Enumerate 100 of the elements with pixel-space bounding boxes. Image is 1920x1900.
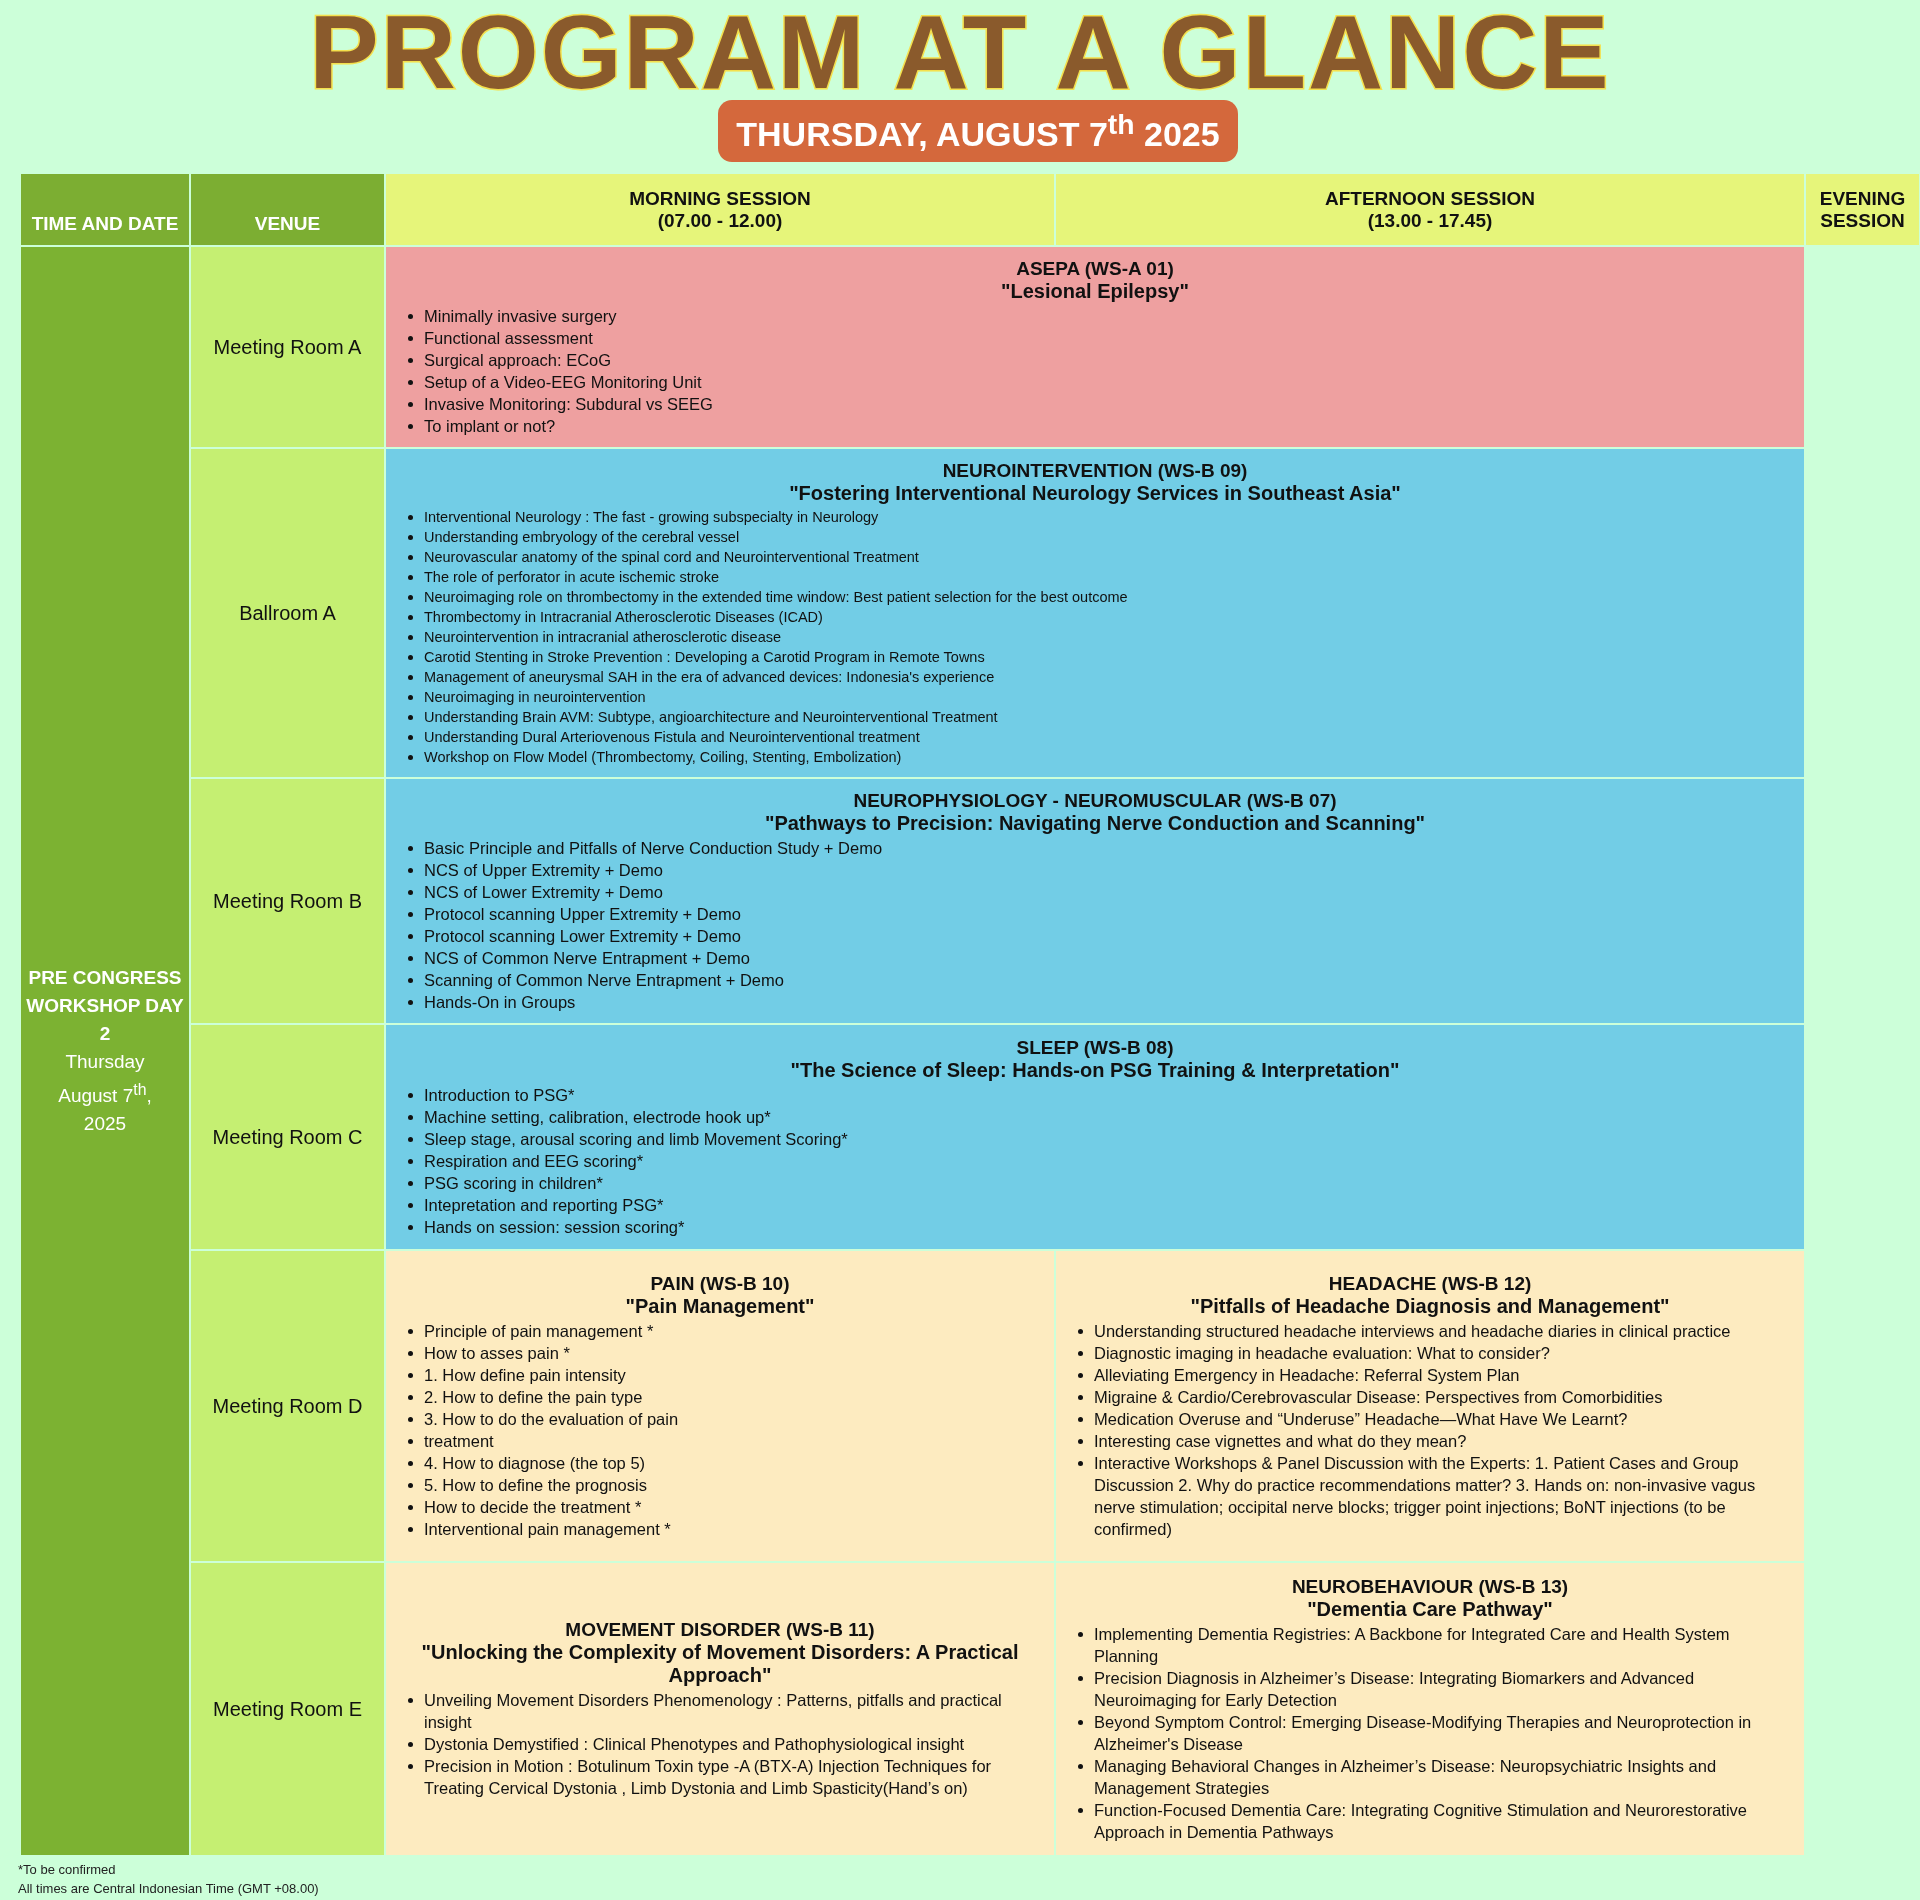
list-item: treatment — [424, 1431, 494, 1450]
list-item: Functional assessment — [424, 328, 593, 347]
column-header: MORNING SESSION (07.00 - 12.00) — [628, 187, 812, 232]
list-item: Beyond Symptom Control: Emerging Disease-Modifying Therapies and Neuroprotection in Alzheimer's Disease — [1094, 1712, 1752, 1753]
list-item: 2. How to define the pain type — [424, 1387, 643, 1406]
list-item: Respiration and EEG scoring* — [424, 1151, 644, 1170]
session-title: "Lesional Epilepsy" — [1000, 279, 1190, 303]
session-heading: NEUROPHYSIOLOGY - NEUROMUSCULAR (WS-B 07) — [852, 789, 1338, 812]
column-header: AFTERNOON SESSION (13.00 - 17.45) — [1323, 187, 1537, 232]
list-item: Intepretation and reporting PSG* — [424, 1195, 664, 1214]
workshop-date: Thursday August 7$^{th}$, 2025 — [57, 1049, 153, 1137]
list-item: Diagnostic imaging in headache evaluation: What to consider? — [1094, 1343, 1550, 1362]
table-cell — [21, 174, 189, 245]
list-item: Principle of pain management * — [424, 1321, 654, 1340]
list-item: NCS of Upper Extremity + Demo — [424, 860, 663, 879]
table-cell — [1806, 174, 1919, 245]
list-item: Neurovascular anatomy of the spinal cord and Neurointerventional Treatment — [424, 548, 919, 565]
footnote: *To be confirmed — [18, 1862, 116, 1877]
list-item: Hands on session: session scoring* — [424, 1217, 685, 1236]
table-cell — [386, 779, 1804, 1023]
session-heading: MOVEMENT DISORDER (WS-B 11) — [564, 1619, 876, 1641]
table-cell — [191, 1563, 384, 1855]
list-item: Setup of a Video-EEG Monitoring Unit — [424, 372, 702, 391]
table-cell — [191, 779, 384, 1023]
workshop-name: PRE CONGRESS WORKSHOP DAY 2 — [25, 965, 185, 1046]
table-cell — [386, 1563, 1054, 1855]
list-item: Implementing Dementia Registries: A Backbone for Integrated Care and Health System Planning — [1094, 1624, 1730, 1665]
table-cell — [1056, 174, 1804, 245]
list-item: Protocol scanning Lower Extremity + Demo — [424, 926, 741, 945]
list-item: Neurointervention in intracranial atherosclerotic disease — [424, 628, 782, 645]
venue-name: Meeting Room C — [211, 1125, 364, 1149]
list-item: Neuroimaging in neurointervention — [424, 688, 646, 705]
list-item: Carotid Stenting in Stroke Prevention : Developing a Carotid Program in Remote Towns — [424, 648, 985, 665]
list-item: PSG scoring in children* — [424, 1173, 603, 1192]
venue-name: Meeting Room D — [211, 1394, 364, 1418]
venue-name: Meeting Room B — [212, 889, 363, 913]
table-cell — [191, 247, 384, 447]
list-item: Machine setting, calibration, electrode hook up* — [424, 1107, 771, 1126]
table-cell — [191, 174, 384, 245]
column-header: VENUE — [254, 213, 321, 235]
list-item: Managing Behavioral Changes in Alzheimer’s Disease: Neuropsychiatric Insights and Management Strategies — [1094, 1756, 1717, 1797]
list-item: Migraine & Cardio/Cerebrovascular Disease: Perspectives from Comorbidities — [1094, 1387, 1663, 1406]
list-item: Understanding structured headache interviews and headache diaries in clinical practice — [1094, 1321, 1731, 1340]
list-item: Interactive Workshops & Panel Discussion with the Experts: 1. Patient Cases and Group Discussion 2. Why do practice recommendations matter? 3. Hands on: non-invasive vagus nerve stimulation; occipital nerve blocks; trigger point injections; BoNT injections (to be confirmed) — [1094, 1453, 1756, 1538]
list-item: Precision Diagnosis in Alzheimer’s Disease: Integrating Biomarkers and Advanced Neuroimaging for Early Detection — [1094, 1668, 1695, 1709]
session-title: "Unlocking the Complexity of Movement Disorders: A Practical Approach" — [420, 1641, 1020, 1687]
session-heading: NEUROINTERVENTION (WS-B 09) — [941, 459, 1249, 482]
session-heading: SLEEP (WS-B 08) — [1015, 1036, 1175, 1059]
list-item: To implant or not? — [424, 416, 556, 435]
list-item: Hands-On in Groups — [424, 992, 576, 1011]
list-item: Invasive Monitoring: Subdural vs SEEG — [424, 394, 713, 413]
list-item: Sleep stage, arousal scoring and limb Movement Scoring* — [424, 1129, 848, 1148]
table-cell — [386, 1251, 1054, 1561]
list-item: NCS of Lower Extremity + Demo — [424, 882, 663, 901]
list-item: Scanning of Common Nerve Entrapment + Demo — [424, 970, 784, 989]
venue-name: Meeting Room A — [212, 335, 363, 359]
date-badge: THURSDAY, AUGUST 7$^{th}$ 2025 — [718, 100, 1238, 163]
list-item: Surgical approach: ECoG — [424, 350, 612, 369]
table-cell — [191, 449, 384, 777]
list-item: How to decide the treatment * — [424, 1497, 642, 1516]
session-heading: PAIN (WS-B 10) — [649, 1272, 791, 1295]
column-header: TIME AND DATE — [31, 213, 179, 235]
list-item: Introduction to PSG* — [424, 1085, 575, 1104]
list-item: Unveiling Movement Disorders Phenomenology : Patterns, pitfalls and practical insight — [424, 1691, 1002, 1731]
list-item: 3. How to do the evaluation of pain — [424, 1409, 679, 1428]
session-heading: HEADACHE (WS-B 12) — [1327, 1272, 1533, 1295]
venue-name: Meeting Room E — [212, 1697, 363, 1721]
venue-name: Ballroom A — [238, 601, 337, 625]
list-item: Interesting case vignettes and what do they mean? — [1094, 1431, 1467, 1450]
session-title: "Pitfalls of Headache Diagnosis and Management" — [1189, 1294, 1671, 1318]
list-item: Neuroimaging role on thrombectomy in the extended time window: Best patient selection for the best outcome — [424, 588, 1128, 605]
table-cell — [386, 247, 1804, 447]
table-cell — [21, 247, 189, 1855]
session-title: "Dementia Care Pathway" — [1306, 1597, 1554, 1621]
list-item: Understanding Dural Arteriovenous Fistula and Neurointerventional treatment — [424, 728, 920, 745]
list-item: Thrombectomy in Intracranial Atherosclerotic Diseases (ICAD) — [424, 608, 823, 625]
list-item: Workshop on Flow Model (Thrombectomy, Coiling, Stenting, Embolization) — [424, 748, 902, 765]
table-cell — [386, 449, 1804, 777]
list-item: Medication Overuse and “Underuse” Headache—What Have We Learnt? — [1094, 1409, 1628, 1428]
list-item: Dystonia Demystified : Clinical Phenotypes and Pathophysiological insight — [424, 1735, 965, 1753]
list-item: 5. How to define the prognosis — [424, 1475, 647, 1494]
list-item: Management of aneurysmal SAH in the era of advanced devices: Indonesia's experience — [424, 668, 995, 685]
list-item: Understanding embryology of the cerebral vessel — [424, 528, 740, 545]
list-item: Protocol scanning Upper Extremity + Demo — [424, 904, 741, 923]
session-heading: ASEPA (WS-A 01) — [1015, 257, 1175, 280]
list-item: Function-Focused Dementia Care: Integrating Cognitive Stimulation and Neurorestorative Approach in Dementia Pathways — [1094, 1800, 1747, 1841]
list-item: Understanding Brain AVM: Subtype, angioarchitecture and Neurointerventional Treatment — [424, 708, 998, 725]
list-item: Interventional Neurology : The fast - growing subspecialty in Neurology — [424, 508, 879, 525]
session-heading: NEUROBEHAVIOUR (WS-B 13) — [1290, 1575, 1570, 1598]
list-item: NCS of Common Nerve Entrapment + Demo — [424, 948, 750, 967]
session-title: "Fostering Interventional Neurology Services in Southeast Asia" — [788, 481, 1402, 505]
list-item: 4. How to diagnose (the top 5) — [424, 1453, 646, 1472]
session-title: "The Science of Sleep: Hands-on PSG Training & Interpretation" — [789, 1058, 1401, 1082]
table-cell — [191, 1025, 384, 1249]
table-cell — [191, 1251, 384, 1561]
table-cell — [1056, 1563, 1804, 1855]
list-item: Interventional pain management * — [424, 1519, 671, 1538]
session-title: "Pain Management" — [624, 1294, 816, 1318]
footnote: All times are Central Indonesian Time (GMT +08.00) — [18, 1881, 319, 1896]
table-cell — [386, 1025, 1804, 1249]
